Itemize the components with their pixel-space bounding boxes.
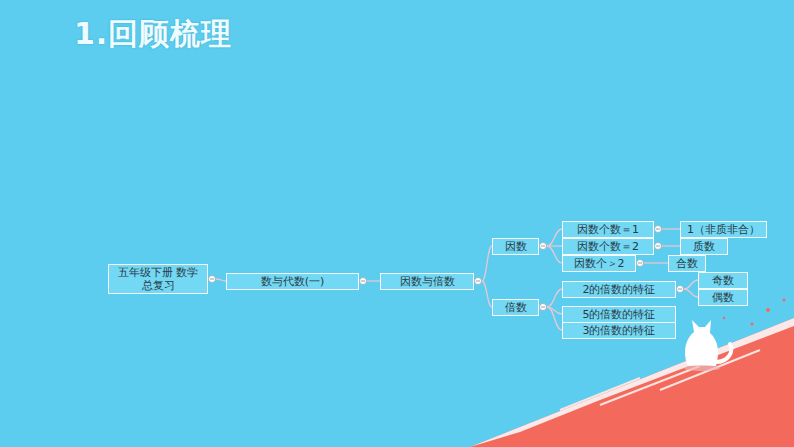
topic-text: 数与代数(一) (233, 275, 352, 288)
topic-box: 因数个数＝2 (562, 238, 654, 255)
topic-text: 因数个数＝1 (569, 223, 647, 236)
branch-line (547, 307, 562, 330)
branch-line (367, 280, 380, 281)
collapse-toggle (540, 243, 547, 250)
topic-text: 合数 (675, 257, 699, 270)
topic-text: 2的倍数的特征 (569, 283, 669, 296)
branch-line (547, 289, 562, 307)
branch-line (684, 289, 698, 297)
topic-text: 因数个数＝2 (569, 240, 647, 253)
topic-text: 奇数 (705, 274, 741, 287)
topic-box: 1（非质非合） (680, 221, 767, 238)
topic-box: 因数与倍数 (380, 273, 474, 290)
collapse-toggle (475, 278, 482, 285)
snow-streaks (560, 350, 760, 410)
branch-line (216, 279, 226, 281)
topic-text: 倍数 (499, 301, 532, 314)
topic-box: 3的倍数的特征 (562, 322, 676, 339)
topic-box: 2的倍数的特征 (562, 281, 676, 298)
collapse-toggle (209, 276, 216, 283)
collapse-toggle (655, 243, 662, 250)
branch-line (547, 246, 562, 263)
collapse-toggle (655, 226, 662, 233)
topic-text: 因数与倍数 (387, 275, 467, 288)
topic-text: 五年级下册 数学总复习 (115, 266, 201, 292)
branch-line (662, 245, 680, 246)
collapse-toggle (637, 260, 644, 267)
branch-line (684, 280, 698, 289)
branch-line (644, 262, 668, 263)
topic-text: 3的倍数的特征 (569, 324, 669, 337)
cat-figure (684, 320, 731, 371)
collapse-toggle (540, 304, 547, 311)
collapse-toggle (360, 278, 367, 285)
slide-title: 1.回顾梳理 (74, 14, 232, 55)
topic-box: 5的倍数的特征 (562, 306, 676, 323)
topic-text: 5的倍数的特征 (569, 308, 669, 321)
topic-text: 因数个＞2 (569, 257, 629, 270)
topic-box: 数与代数(一) (226, 273, 359, 290)
topic-box: 因数个＞2 (562, 255, 636, 272)
topic-box: 偶数 (698, 289, 748, 306)
topic-text: 1（非质非合） (687, 223, 760, 236)
topic-box: 质数 (680, 238, 728, 255)
branch-line (662, 228, 680, 229)
topic-box: 五年级下册 数学总复习 (108, 264, 208, 294)
topic-text: 偶数 (705, 291, 741, 304)
topic-text: 因数 (499, 240, 532, 253)
branch-line (547, 229, 562, 246)
collapse-toggle (677, 286, 684, 293)
topic-box: 合数 (668, 255, 706, 272)
branch-line (482, 246, 492, 281)
red-slope (470, 318, 794, 447)
topic-text: 质数 (687, 240, 721, 253)
topic-box: 奇数 (698, 272, 748, 289)
topic-box: 因数个数＝1 (562, 221, 654, 238)
topic-box: 因数 (492, 238, 539, 255)
topic-box: 倍数 (492, 299, 539, 316)
branch-line (482, 281, 492, 307)
snow-edge (470, 318, 794, 447)
